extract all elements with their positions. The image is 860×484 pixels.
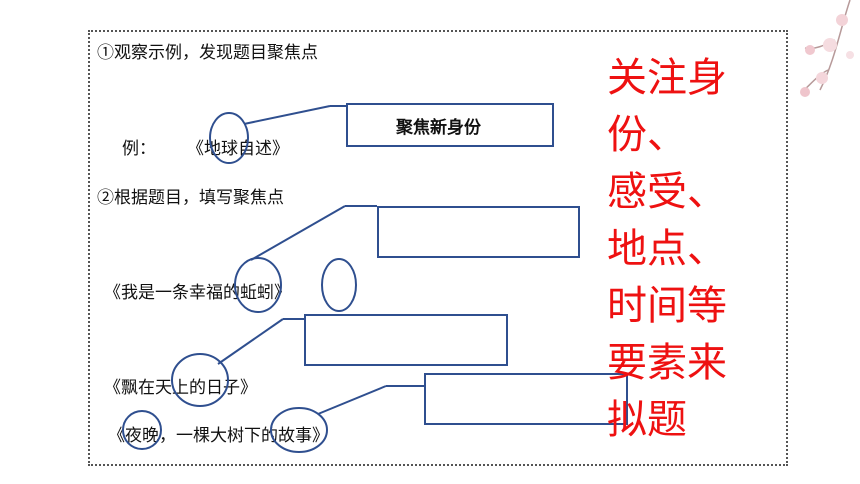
title-1: 《我是一条幸福的蚯蚓》 xyxy=(104,283,291,303)
answer-box-1[interactable] xyxy=(377,206,580,258)
example-title: 《地球自述》 xyxy=(187,139,289,159)
blossom-decoration-icon xyxy=(800,0,854,97)
circle-title3-a xyxy=(122,410,162,450)
connector-example xyxy=(243,105,331,125)
connector-title1 xyxy=(250,205,346,261)
example-answer-text: 聚焦新身份 xyxy=(396,118,481,138)
circle-title2 xyxy=(171,353,229,407)
red-note-line: 拟题 xyxy=(607,397,687,443)
title-2: 《飘在天上的日子》 xyxy=(104,378,257,398)
red-note-line: 感受、 xyxy=(607,169,727,215)
red-note: 关注身 份、 感受、 地点、 时间等 要素来 拟题 xyxy=(607,50,757,449)
section1-title: ①观察示例，发现题目聚焦点 xyxy=(97,43,318,63)
circle-example xyxy=(209,112,249,164)
connector-title2 xyxy=(217,318,284,365)
section2-title: ②根据题目，填写聚焦点 xyxy=(97,188,284,208)
circle-title1-a xyxy=(234,257,282,313)
answer-box-2[interactable] xyxy=(304,314,508,366)
red-note-line: 关注身 xyxy=(607,55,727,101)
answer-box-3[interactable] xyxy=(424,373,628,425)
connector-title3 xyxy=(317,385,387,415)
red-note-line: 时间等 xyxy=(607,283,727,329)
red-note-line: 地点、 xyxy=(607,226,727,272)
circle-title1-b xyxy=(321,258,357,312)
red-note-line: 要素来 xyxy=(607,340,727,386)
red-note-line: 份、 xyxy=(607,112,687,158)
example-answer-box xyxy=(346,103,554,147)
circle-title3-b xyxy=(270,407,328,453)
worksheet-frame xyxy=(88,30,788,466)
example-label: 例： xyxy=(122,139,156,159)
